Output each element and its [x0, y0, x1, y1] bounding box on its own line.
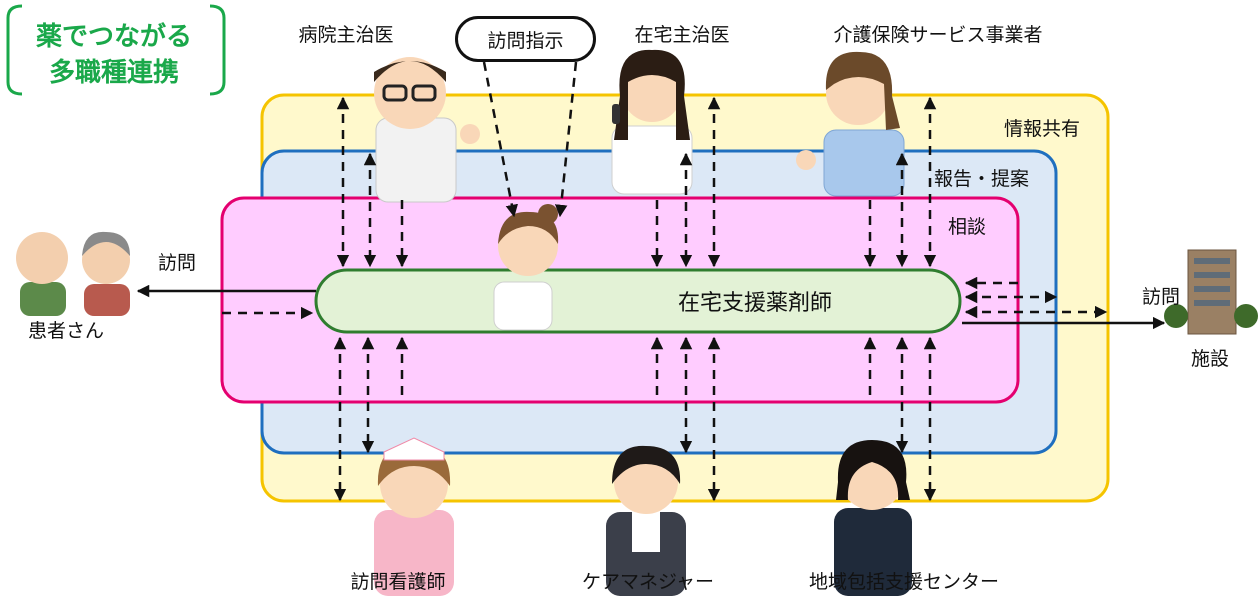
- pharmacist-figure: [493, 204, 559, 331]
- care-manager-label: ケアマネジャー: [581, 571, 715, 593]
- pharmacist-node: [314, 268, 962, 334]
- community-center-label: 地域包括支援センター: [808, 571, 1000, 593]
- title-line-2: 多職種連携: [48, 58, 180, 88]
- home-doctor-figure: [611, 49, 693, 195]
- facility-label: 施設: [1190, 348, 1230, 370]
- care-provider-figure: [796, 51, 905, 197]
- visit-instruction-callout: 訪問指示: [455, 16, 596, 62]
- care-manager-figure: [606, 445, 686, 596]
- home-doctor-label: 在宅主治医: [634, 24, 730, 46]
- info-sharing-label: 情報共有: [1004, 118, 1081, 140]
- visit-facility-label: 訪問: [1142, 286, 1181, 308]
- visit-patient-label: 訪問: [158, 252, 197, 274]
- pharmacist-label: 在宅支援薬剤師: [677, 291, 832, 316]
- title-line-1: 薬でつながる: [35, 22, 193, 52]
- patient-label: 患者さん: [27, 320, 105, 342]
- report-proposal-label: 報告・提案: [934, 168, 1030, 190]
- community-staff-figure: [834, 440, 912, 596]
- title-bracket: [6, 4, 226, 96]
- hospital-doctor-label: 病院主治医: [298, 24, 394, 46]
- solid-edges: [136, 284, 1166, 330]
- visiting-nurse-label: 訪問看護師: [350, 571, 446, 593]
- patient-figures: [16, 231, 130, 316]
- dashed-edges: [222, 61, 1108, 502]
- facility-building: [1164, 249, 1258, 335]
- hospital-doctor-figure: [374, 57, 480, 203]
- title-box: 薬でつながる 多職種連携: [2, 4, 222, 96]
- consultation-label: 相談: [948, 216, 987, 238]
- care-provider-label: 介護保険サービス事業者: [833, 24, 1043, 46]
- visiting-nurse-figure: [374, 437, 454, 596]
